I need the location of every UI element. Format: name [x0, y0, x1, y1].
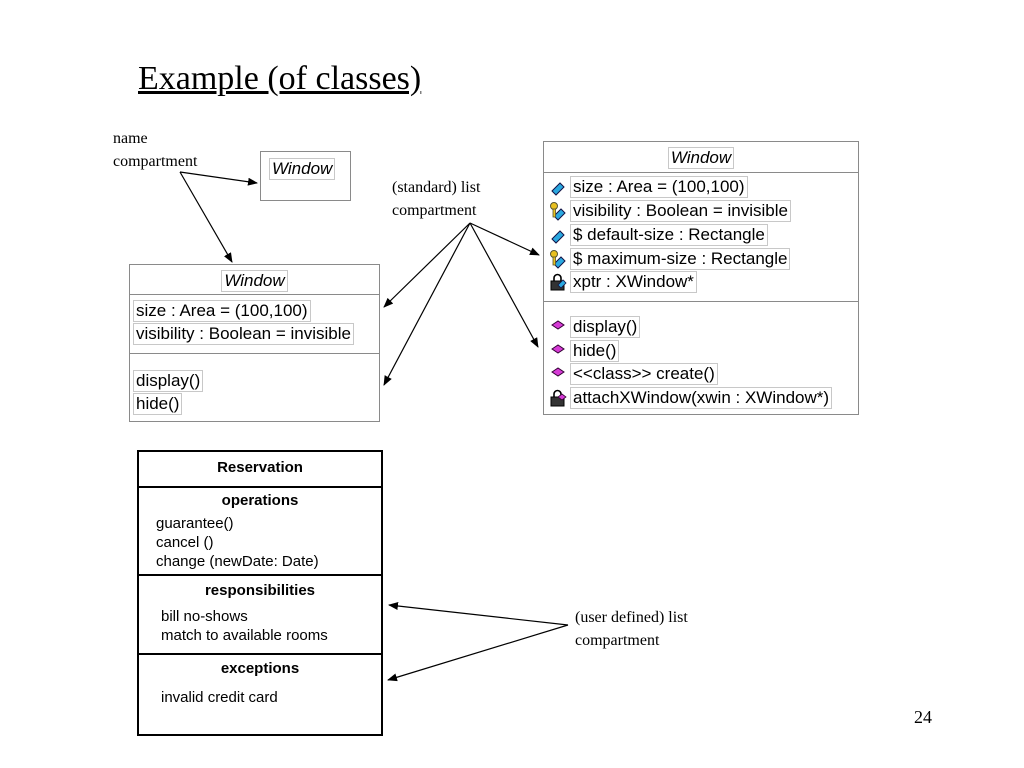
- operation-row: <<class>> create(): [548, 362, 718, 385]
- compartment-divider: [139, 653, 381, 655]
- compartment-item: guarantee(): [156, 515, 234, 532]
- compartment-item: bill no-shows: [161, 608, 248, 625]
- compartment-item: match to available rooms: [161, 627, 328, 644]
- attribute-row: visibility : Boolean = invisible: [548, 199, 791, 222]
- attribute-text: xptr : XWindow*: [570, 270, 697, 293]
- compartment-divider: [544, 301, 858, 302]
- public-operation-icon: [548, 341, 568, 361]
- label-line: compartment: [392, 202, 477, 219]
- attribute-text: $ default-size : Rectangle: [570, 223, 768, 246]
- compartment-heading: responsibilities: [204, 582, 316, 599]
- class-name: Window: [667, 147, 735, 169]
- public-attribute-icon: [548, 177, 568, 197]
- arrow-user-to-exceptions: [387, 624, 569, 682]
- operation-list: display() hide(): [133, 369, 204, 415]
- attribute-text: $ maximum-size : Rectangle: [570, 247, 791, 270]
- attribute-row: xptr : XWindow*: [548, 270, 697, 293]
- arrow-list-to-detailed-ops: [469, 222, 539, 348]
- class-medium: Window size : Area = (100,100) visibilit…: [129, 264, 380, 422]
- operation-row: hide(): [548, 339, 620, 362]
- operation-row: attachXWindow(xwin : XWindow*): [548, 386, 833, 409]
- compartment-divider: [130, 294, 379, 295]
- compartment-heading: operations: [221, 492, 299, 509]
- label-line: compartment: [113, 153, 198, 170]
- label-line: (standard) list: [392, 179, 481, 196]
- attribute-text: visibility : Boolean = invisible: [570, 199, 791, 222]
- compartment-item: change (newDate: Date): [156, 553, 319, 570]
- protected-attribute-icon: [548, 249, 568, 269]
- operation-item: display(): [133, 370, 204, 392]
- arrow-name-to-medium: [179, 171, 233, 263]
- compartment-item: invalid credit card: [161, 689, 278, 706]
- public-operation-icon: [548, 364, 568, 384]
- label-line: compartment: [575, 632, 660, 649]
- attribute-row: $ maximum-size : Rectangle: [548, 247, 791, 270]
- user-defined-list-label: (user defined) list compartment: [575, 606, 688, 652]
- attribute-text: size : Area = (100,100): [570, 175, 748, 198]
- class-name: Window: [269, 158, 336, 180]
- compartment-item: cancel (): [156, 534, 214, 551]
- public-operation-icon: [548, 317, 568, 337]
- compartment-divider: [544, 172, 858, 173]
- arrow-name-to-simple: [179, 171, 258, 186]
- slide-title: Example (of classes): [138, 60, 422, 97]
- operation-text: attachXWindow(xwin : XWindow*): [570, 386, 833, 409]
- label-line: name: [113, 130, 148, 147]
- operation-text: <<class>> create(): [570, 362, 718, 385]
- page-number: 24: [914, 707, 932, 727]
- class-name: Window: [221, 270, 288, 292]
- operation-item: hide(): [133, 393, 183, 415]
- class-simple: Window: [260, 151, 351, 201]
- class-name: Reservation: [217, 459, 303, 476]
- operation-text: hide(): [570, 339, 620, 362]
- name-compartment-label: name compartment: [113, 127, 197, 173]
- compartment-divider: [139, 486, 381, 488]
- operation-row: display(): [548, 315, 641, 338]
- attribute-row: size : Area = (100,100): [548, 175, 748, 198]
- operation-text: display(): [570, 315, 641, 338]
- arrow-user-to-responsibilities: [388, 602, 569, 626]
- standard-list-label: (standard) list compartment: [392, 176, 480, 222]
- arrow-list-to-medium-ops: [383, 222, 471, 386]
- class-reservation: Reservation operations guarantee() cance…: [137, 450, 383, 736]
- compartment-divider: [130, 353, 379, 354]
- label-line: (user defined) list: [575, 609, 688, 626]
- compartment-heading: exceptions: [220, 660, 300, 677]
- arrow-list-to-medium-attrs: [383, 222, 471, 308]
- protected-attribute-icon: [548, 201, 568, 221]
- class-detailed: Window size : Area = (100,100) visibilit…: [543, 141, 859, 415]
- public-attribute-icon: [548, 225, 568, 245]
- private-lock-icon: [548, 272, 568, 292]
- compartment-divider: [139, 574, 381, 576]
- attribute-item: visibility : Boolean = invisible: [133, 323, 354, 345]
- arrow-list-to-detailed-attrs: [469, 222, 540, 256]
- attribute-item: size : Area = (100,100): [133, 300, 311, 322]
- attribute-row: $ default-size : Rectangle: [548, 223, 768, 246]
- private-operation-lock-icon: [548, 388, 568, 408]
- attribute-list: size : Area = (100,100) visibility : Boo…: [133, 299, 354, 345]
